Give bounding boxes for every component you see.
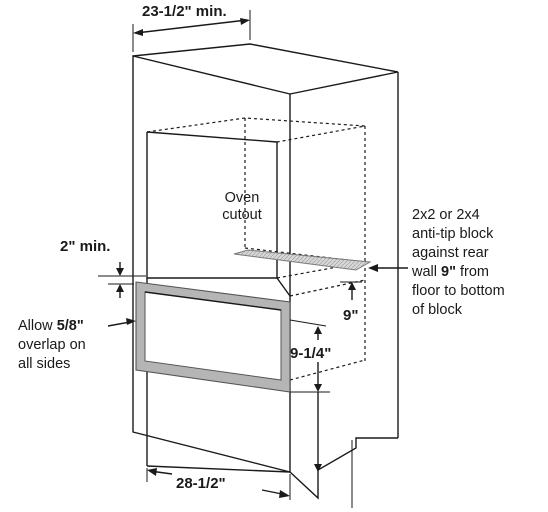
anti-tip-note-line1: 2x2 or 2x4 [412,207,480,223]
width-min-label: 23-1/2" min. [142,3,227,20]
anti-tip-block [233,249,372,271]
anti-tip-note-line4-bold: 9" [441,264,456,280]
anti-tip-note-line2: anti-tip block [412,226,494,242]
oven-cutout [146,117,366,279]
block-height-label: 9" [343,307,358,324]
block-height-dimension [340,281,362,300]
overlap-note-line1-bold: 5/8" [57,318,84,334]
overlap-note-line1-pre: Allow [18,318,57,334]
width-dimension [132,10,251,52]
anti-tip-note-line4: wall 9" from [411,264,489,280]
depth-label: 28-1/2" [176,475,226,492]
anti-tip-note-line3: against rear [412,245,489,261]
anti-tip-note-line6: of block [412,302,463,318]
cutout-floor-dimension [289,319,330,472]
anti-tip-leader [368,264,408,272]
trim-frame [135,281,291,393]
oven-cutout-label-line1: Oven [225,190,260,206]
overlap-note-line3: all sides [18,356,70,372]
overlap-note-line1: Allow 5/8" [18,318,84,334]
overlap-leader [107,318,136,327]
overlap-note-line2: overlap on [18,337,86,353]
cutout-floor-height-label: 9-1/4" [290,345,331,362]
oven-cutout-label-line2: cutout [222,207,262,223]
anti-tip-note-line4-pre: wall [411,264,441,280]
cabinet-outline [132,43,399,500]
anti-tip-note-line5: floor to bottom [412,283,505,299]
depth-dimension [146,440,353,508]
gap-min-label: 2" min. [60,238,110,255]
anti-tip-note-line4-post: from [456,264,489,280]
gap-dimension [98,262,146,298]
